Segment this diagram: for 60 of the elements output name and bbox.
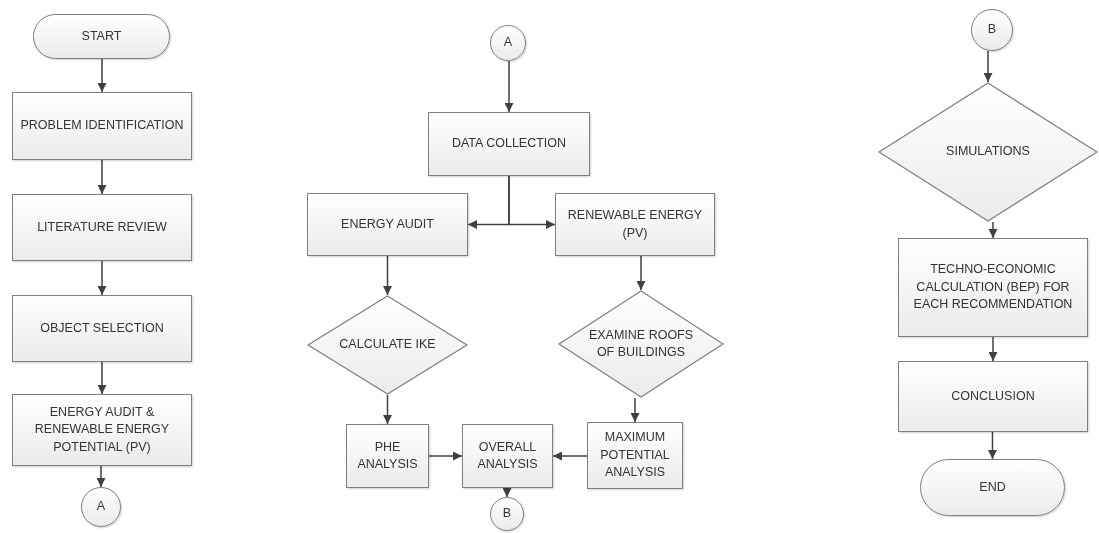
process-box — [462, 424, 553, 488]
arrow — [97, 159, 107, 195]
arrow — [504, 60, 514, 113]
decision-diamond — [878, 82, 1098, 222]
process-box — [12, 394, 192, 466]
node-label: EXAMINE ROOFS OF BUILDINGS — [587, 326, 695, 361]
node-label: CONCLUSION — [951, 387, 1035, 405]
arrow — [988, 431, 997, 460]
process-box — [307, 193, 468, 256]
arrow — [428, 451, 463, 461]
arrow — [502, 487, 512, 498]
process-box — [12, 92, 192, 160]
arrow — [96, 465, 106, 488]
process-box — [587, 422, 683, 489]
arrow — [988, 336, 998, 362]
process-box — [898, 238, 1088, 337]
arrow — [97, 58, 107, 93]
arrow — [630, 397, 640, 423]
decision-diamond — [307, 295, 468, 395]
arrow — [97, 260, 107, 296]
process-box — [428, 112, 590, 176]
arrow — [983, 50, 993, 83]
node-label: DATA COLLECTION — [451, 135, 567, 153]
process-box — [346, 424, 429, 488]
node-label: A — [503, 34, 513, 52]
process-box — [12, 295, 192, 362]
arrow — [636, 255, 646, 291]
arrow — [97, 361, 107, 395]
node-label: RENEWABLE ENERGY (PV) — [566, 207, 704, 242]
decision-diamond — [558, 290, 724, 398]
process-box — [555, 193, 715, 256]
node-label: END — [979, 478, 1006, 496]
arrow — [383, 394, 392, 425]
arrow — [552, 451, 588, 461]
arrow — [988, 221, 998, 239]
node-label: B — [987, 21, 997, 39]
node-label: PROBLEM IDENTIFICATION — [20, 117, 184, 135]
process-box — [898, 361, 1088, 432]
node-label: ENERGY AUDIT & RENEWABLE ENERGY POTENTIAL (PV) — [33, 403, 171, 456]
connector-circle — [490, 497, 524, 531]
terminal-pill — [33, 14, 170, 59]
node-label: LITERATURE REVIEW — [37, 218, 167, 236]
arrow — [383, 255, 392, 296]
node-label: START — [81, 27, 122, 45]
connector-circle — [490, 25, 526, 61]
node-label: ENERGY AUDIT — [341, 215, 434, 233]
node-label: OVERALL ANALYSIS — [476, 438, 539, 473]
node-label: B — [502, 505, 512, 523]
arrow — [508, 175, 556, 229]
node-label: SIMULATIONS — [946, 143, 1030, 161]
process-box — [12, 194, 192, 261]
node-label: OBJECT SELECTION — [40, 319, 164, 337]
node-label: A — [96, 498, 106, 516]
node-label: PHE ANALYSIS — [356, 438, 419, 473]
connector-circle — [81, 487, 121, 527]
node-label: MAXIMUM POTENTIAL ANALYSIS — [599, 429, 671, 482]
node-label: TECHNO-ECONOMIC CALCULATION (BEP) FOR EACH RECOMMENDATION — [912, 261, 1074, 314]
terminal-pill — [920, 459, 1065, 516]
node-label: CALCULATE IKE — [339, 336, 436, 354]
connector-circle — [971, 9, 1013, 51]
